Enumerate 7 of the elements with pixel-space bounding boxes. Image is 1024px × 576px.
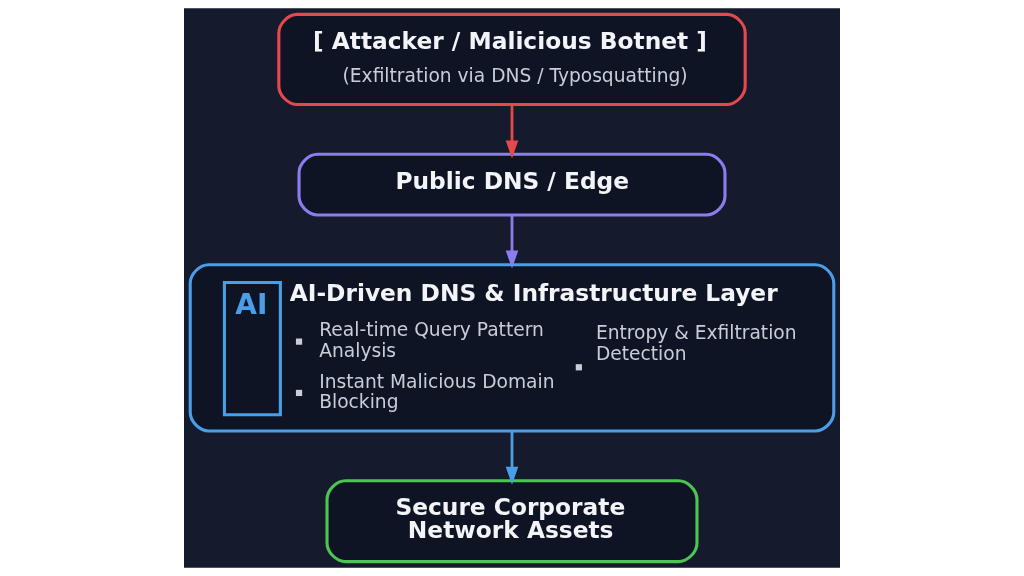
- node-box: AI AI-Driven DNS & Infrastructure Layer Real-time Query Pattern Analysis Entropy & Exfiltration Detection Instant Malicious Domain Blocking: [188, 263, 836, 433]
- node-box: Public DNS / Edge: [297, 152, 727, 217]
- node-box: [ Attacker / Malicious Botnet ] (Exfiltration via DNS / Typosquatting): [277, 12, 747, 107]
- node-box: Secure Corporate Network Assets: [325, 479, 699, 564]
- arrow: [505, 431, 519, 485]
- arrow: [505, 215, 519, 269]
- arrow: [505, 105, 519, 159]
